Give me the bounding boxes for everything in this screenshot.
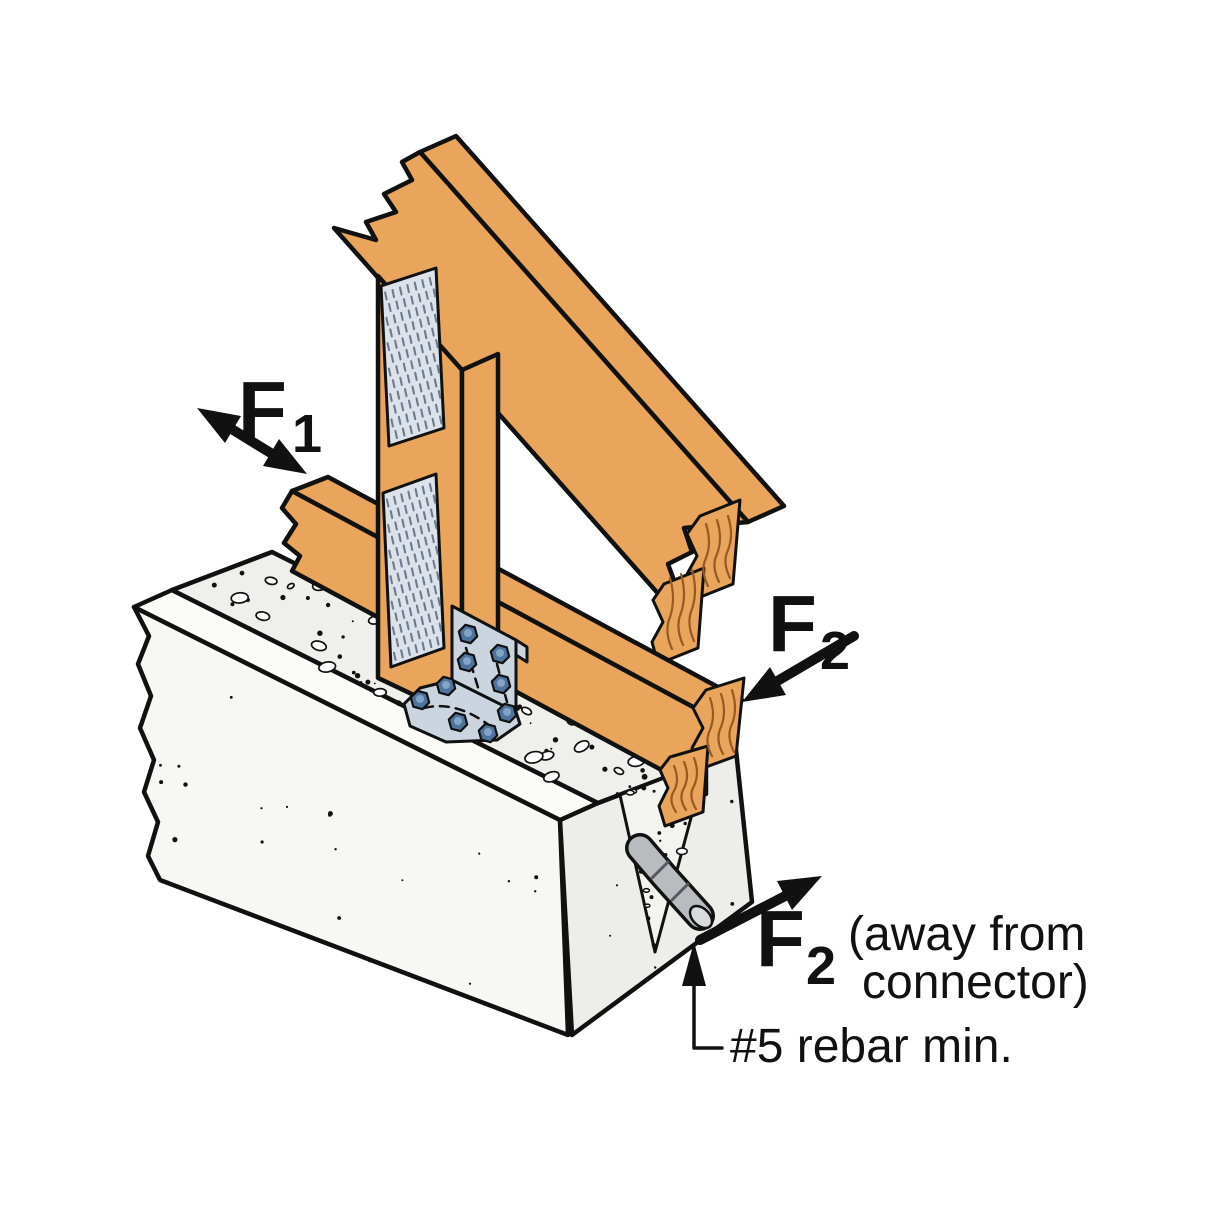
f2-away-annotation: F 2 (away from connector) <box>695 876 1089 1009</box>
rebar-callout-text: #5 rebar min. <box>730 1020 1013 1073</box>
f2-away-note-line2: connector) <box>862 956 1089 1009</box>
nail-plate-lower <box>381 472 446 669</box>
nail-plate-upper <box>379 266 446 448</box>
f1-arrow-shaft <box>225 423 279 460</box>
rebar-leader-arrowhead <box>682 942 706 986</box>
bracket-bolts <box>409 623 518 744</box>
f2-member-end-annotation: F 2 <box>742 579 859 702</box>
rebar-callout: #5 rebar min. <box>682 942 1013 1073</box>
f2-away-label: F <box>756 894 805 983</box>
concrete-front-speckles <box>159 695 539 985</box>
f2-away-label-subscript: 2 <box>806 936 836 996</box>
f1-annotation: F 1 <box>197 365 322 474</box>
f2-label: F <box>768 579 817 668</box>
f2-arrowhead <box>742 667 786 702</box>
concrete-front-face <box>131 604 571 1038</box>
f1-arrowhead-down <box>263 439 307 474</box>
f1-label-subscript: 1 <box>292 404 322 464</box>
f1-label: F <box>238 365 287 454</box>
f1-arrowhead-up <box>197 408 241 443</box>
concrete-wall <box>131 549 755 1038</box>
nail-plate-lower-teeth <box>385 482 443 661</box>
rebar <box>625 833 715 931</box>
f2-away-arrowhead <box>777 876 822 910</box>
rafter <box>331 133 787 666</box>
angle-bracket <box>402 604 529 744</box>
f2-away-note-line1: (away from <box>848 908 1085 961</box>
nail-plate-upper-teeth <box>384 276 443 440</box>
bracket-seat-line <box>422 704 492 728</box>
f2-arrow-shaft <box>769 631 859 688</box>
rebar-leader-line <box>692 980 724 1050</box>
f2-away-arrow-shaft <box>695 889 794 945</box>
wood-grain-lines <box>666 514 737 814</box>
rebar-end-cap <box>688 904 714 930</box>
f2-label-subscript: 2 <box>820 621 850 681</box>
rafter-break-grain <box>650 498 742 666</box>
bracket-corner-tab <box>514 638 529 664</box>
